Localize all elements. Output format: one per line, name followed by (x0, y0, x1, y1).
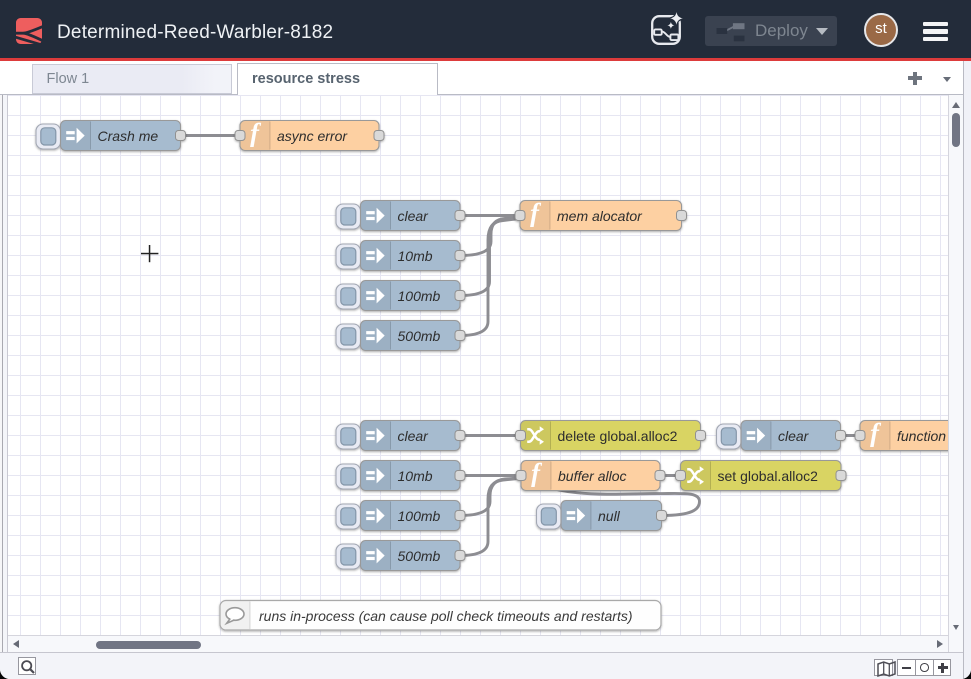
svg-text:10mb: 10mb (398, 468, 433, 484)
svg-text:Crash me: Crash me (98, 128, 159, 144)
svg-text:delete global.alloc2: delete global.alloc2 (558, 428, 678, 444)
svg-text:set global.alloc2: set global.alloc2 (718, 468, 819, 484)
svg-text:100mb: 100mb (398, 508, 441, 524)
svg-text:buffer alloc: buffer alloc (558, 468, 626, 484)
svg-text:100mb: 100mb (398, 288, 441, 304)
svg-text:clear: clear (398, 428, 430, 444)
svg-text:runs in-process (can cause pol: runs in-process (can cause poll check ti… (259, 608, 633, 624)
svg-text:async error: async error (277, 128, 348, 144)
svg-text:mem alocator: mem alocator (557, 208, 643, 224)
svg-text:null: null (598, 508, 621, 524)
svg-text:500mb: 500mb (398, 328, 441, 344)
svg-text:10mb: 10mb (398, 248, 433, 264)
svg-text:function: function (897, 428, 946, 444)
svg-text:clear: clear (778, 428, 810, 444)
svg-text:clear: clear (398, 208, 430, 224)
svg-text:500mb: 500mb (398, 548, 441, 564)
